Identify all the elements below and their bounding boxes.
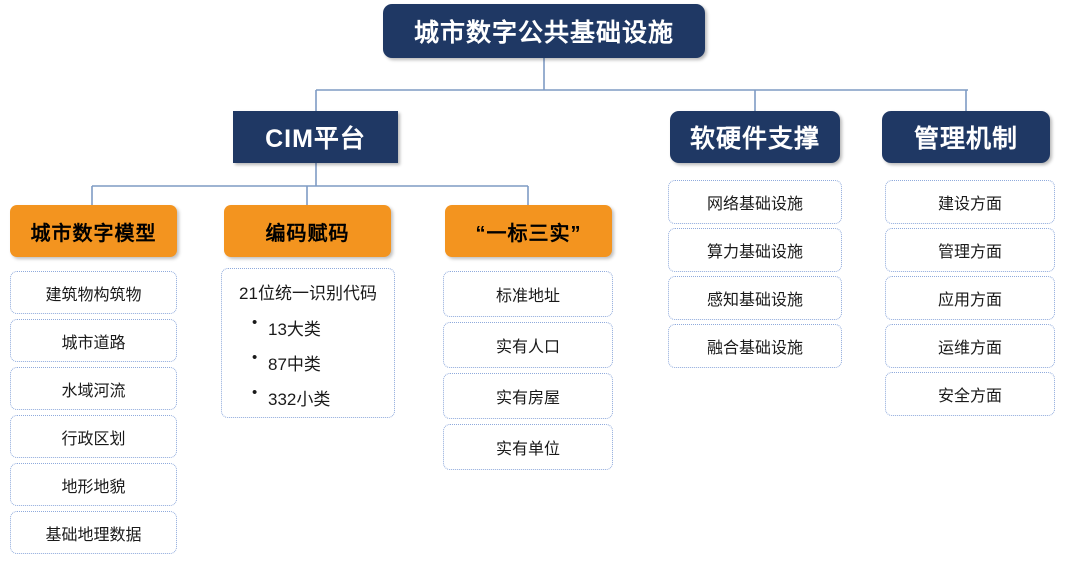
coding-detail-block[interactable]: 21位统一识别代码 13大类 87中类 332小类 [221,268,395,418]
node-city-digital-model[interactable]: 城市数字模型 [10,205,177,257]
list-item: 87中类 [234,345,382,380]
node-coding-assignment[interactable]: 编码赋码 [224,205,391,257]
list-item[interactable]: 安全方面 [885,372,1055,416]
list-item[interactable]: 网络基础设施 [668,180,842,224]
list-item[interactable]: 行政区划 [10,415,177,458]
list-item[interactable]: 地形地貌 [10,463,177,506]
list-item[interactable]: 实有单位 [443,424,613,470]
list-item: 13大类 [234,310,382,345]
list-item[interactable]: 水域河流 [10,367,177,410]
list-item: 332小类 [234,380,382,415]
list-item[interactable]: 基础地理数据 [10,511,177,554]
list-item[interactable]: 标准地址 [443,271,613,317]
node-one-standard-three-real[interactable]: “一标三实” [445,205,612,257]
list-item[interactable]: 城市道路 [10,319,177,362]
node-management-mechanism[interactable]: 管理机制 [882,111,1050,163]
root-node[interactable]: 城市数字公共基础设施 [383,4,705,58]
list-item[interactable]: 感知基础设施 [668,276,842,320]
coding-bullet-list: 13大类 87中类 332小类 [234,310,382,415]
list-item[interactable]: 建筑物构筑物 [10,271,177,314]
list-item[interactable]: 融合基础设施 [668,324,842,368]
list-item[interactable]: 建设方面 [885,180,1055,224]
list-item[interactable]: 算力基础设施 [668,228,842,272]
list-item[interactable]: 管理方面 [885,228,1055,272]
node-cim-platform[interactable]: CIM平台 [233,111,398,163]
list-item[interactable]: 实有房屋 [443,373,613,419]
list-item[interactable]: 运维方面 [885,324,1055,368]
list-item[interactable]: 实有人口 [443,322,613,368]
coding-block-title: 21位统一识别代码 [239,284,377,303]
node-hardware-software-support[interactable]: 软硬件支撑 [670,111,840,163]
list-item[interactable]: 应用方面 [885,276,1055,320]
